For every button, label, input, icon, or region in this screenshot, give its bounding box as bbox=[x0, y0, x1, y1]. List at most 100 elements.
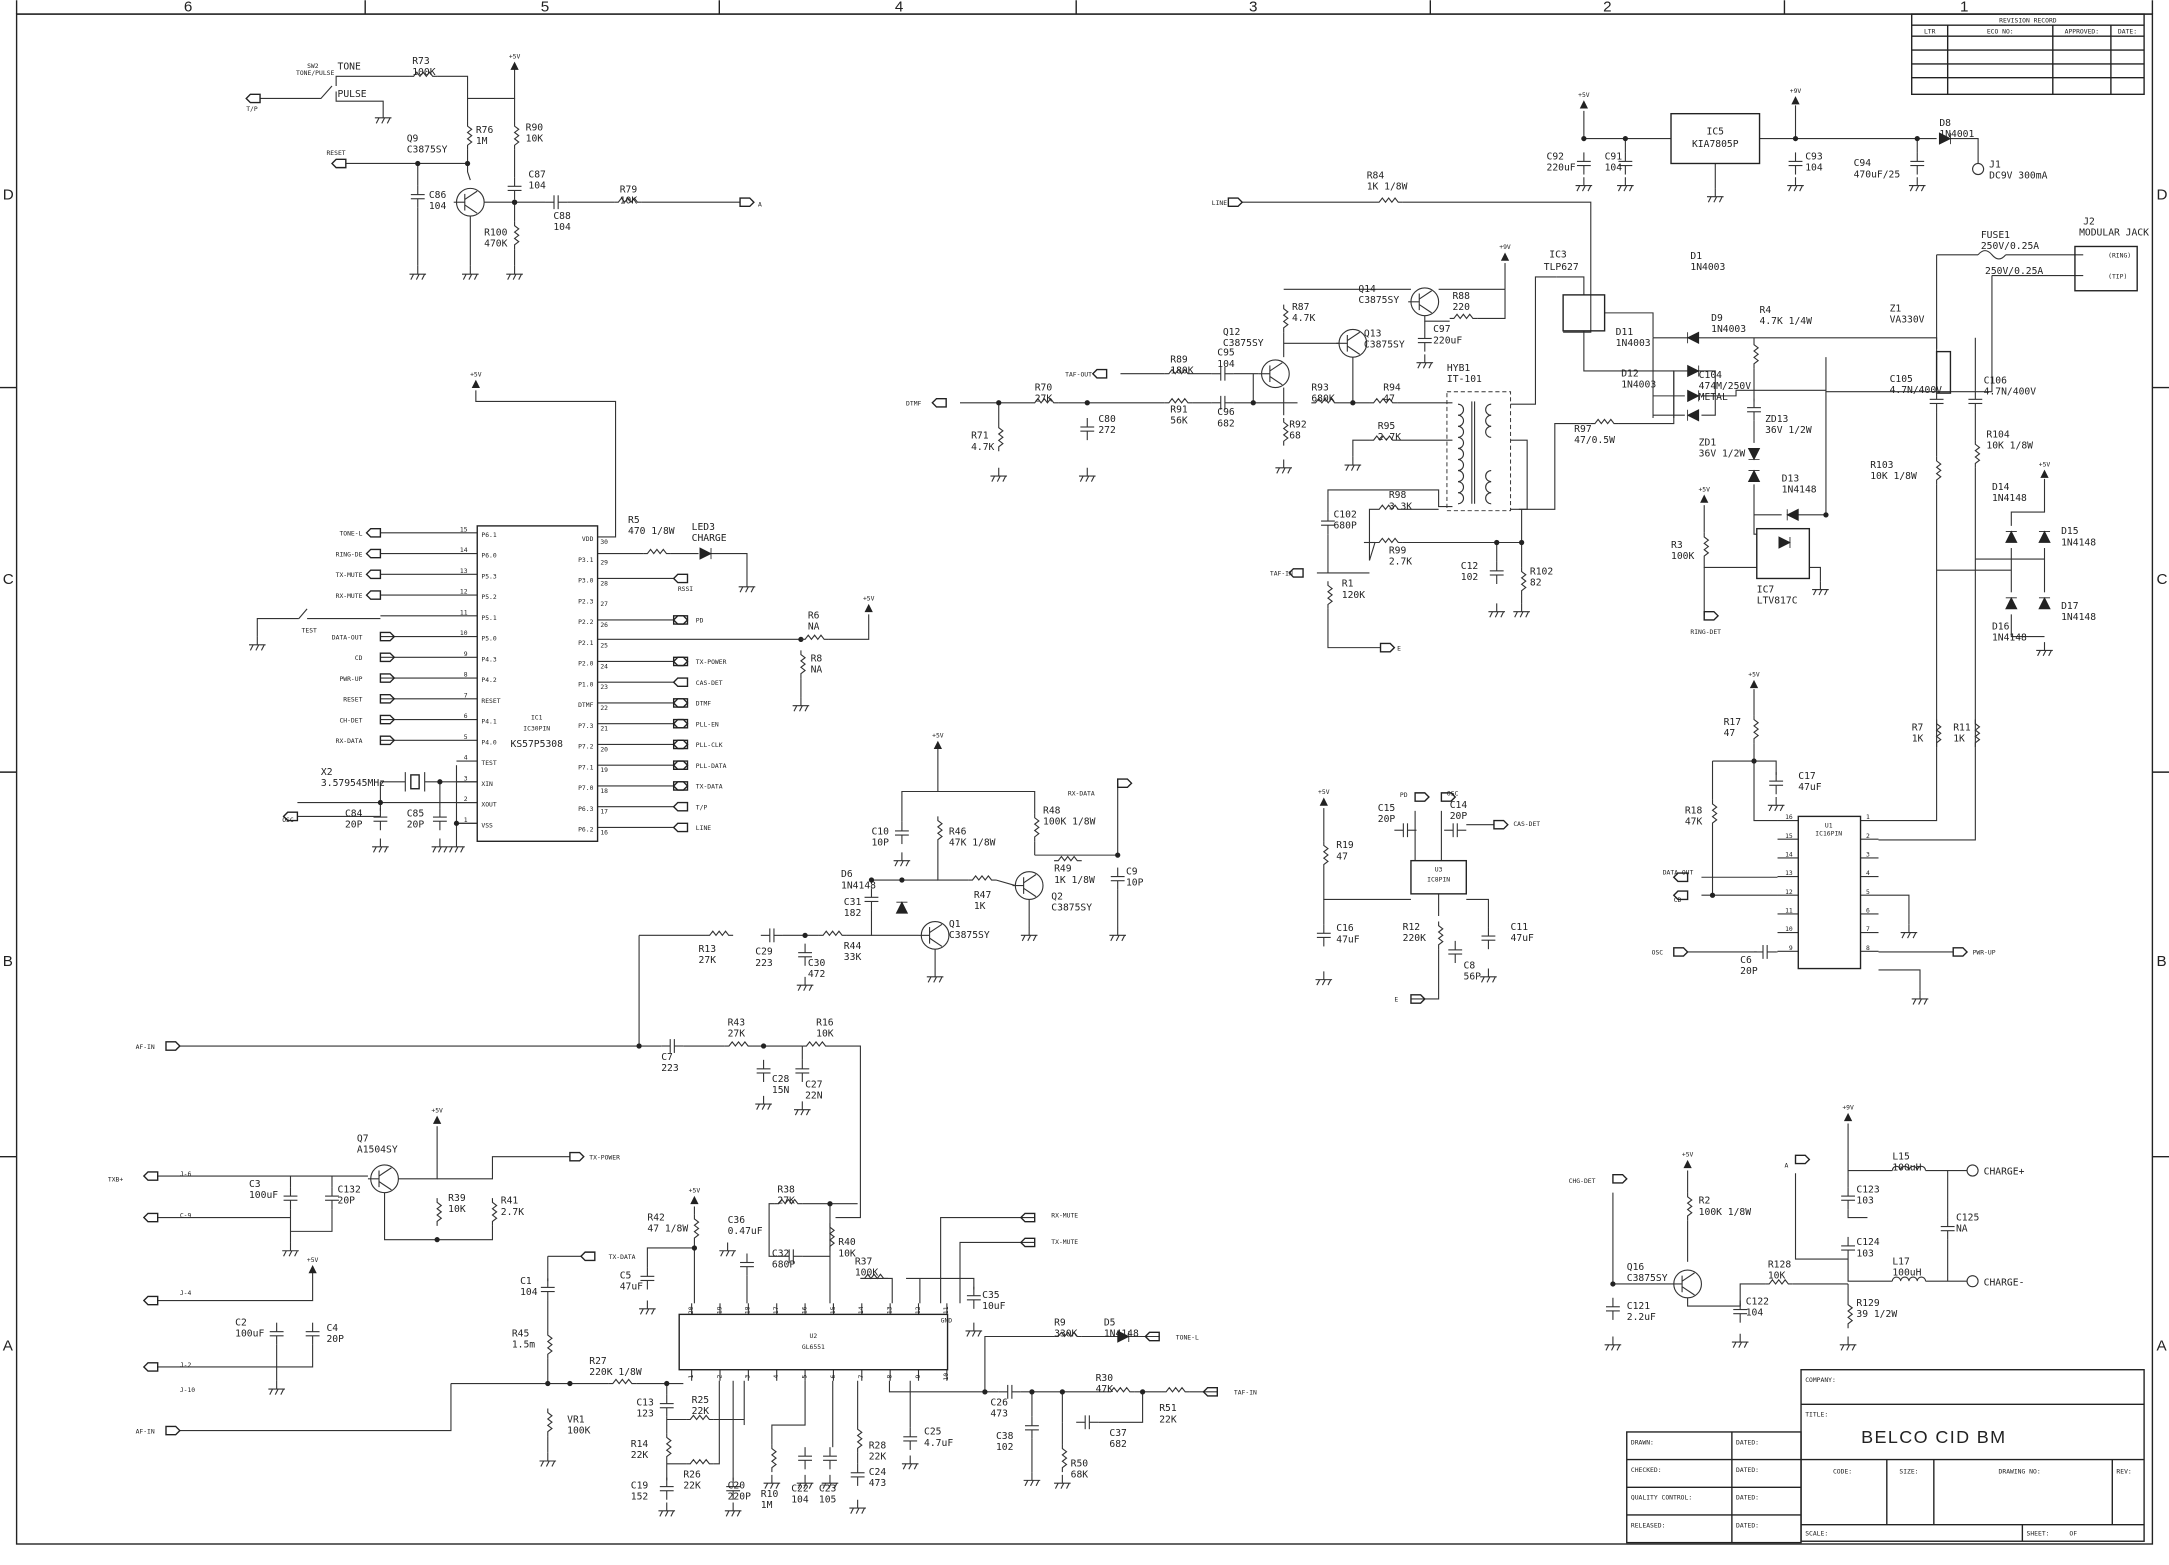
d5-ref-label: D5 bbox=[1104, 1317, 1116, 1328]
offpage-connector-icon bbox=[672, 718, 689, 729]
r93-ref-label: R93 bbox=[1311, 382, 1329, 393]
c27-value-label: 22N bbox=[805, 1091, 823, 1102]
r98-value-label: 3.3K bbox=[1389, 501, 1412, 512]
power-rail-label: +5V bbox=[307, 1257, 319, 1264]
ic1-pin-net-label: PD bbox=[696, 618, 704, 625]
diode-symbol bbox=[1747, 448, 1761, 461]
ic1-ref-label: IC1 bbox=[531, 715, 543, 722]
power-arrow-icon bbox=[1579, 100, 1588, 109]
power-rail-label: +9V bbox=[1790, 88, 1802, 95]
c10-ref-label: C10 bbox=[871, 826, 889, 837]
wire bbox=[1878, 894, 1910, 925]
junction-dot bbox=[1581, 135, 1587, 142]
u1-pin-number: 12 bbox=[1785, 889, 1793, 896]
resistor-symbol bbox=[1164, 397, 1193, 404]
revision-record-title: REVISION RECORD bbox=[1999, 17, 2057, 24]
line bbox=[1023, 874, 1037, 884]
line bbox=[1347, 331, 1361, 341]
c95-value-label: 104 bbox=[1217, 359, 1235, 370]
diode-symbol bbox=[1686, 409, 1700, 422]
offpage-connector-icon bbox=[142, 1171, 159, 1181]
resistor-symbol bbox=[1935, 719, 1942, 748]
power-arrow-icon bbox=[1319, 797, 1328, 806]
u2-pin-number: 20 bbox=[688, 1306, 695, 1314]
resistor-symbol bbox=[1054, 1331, 1082, 1338]
q12-value-label: C3875SY bbox=[1223, 338, 1264, 349]
r4-value-label: 4.7K 1/4W bbox=[1760, 316, 1813, 327]
r51-ref-label: R51 bbox=[1159, 1403, 1177, 1414]
u1-ref-label: U1 bbox=[1825, 822, 1833, 829]
transformer-primary-winding bbox=[1457, 403, 1464, 505]
power-arrow-icon bbox=[1683, 1159, 1692, 1169]
vr1-ref-label: VR1 bbox=[567, 1414, 585, 1425]
ic1-pin-name: DTMF bbox=[578, 702, 593, 709]
c5-ref-label: C5 bbox=[620, 1270, 632, 1281]
zone-column-label: 2 bbox=[1603, 0, 1611, 15]
d16-ref-label: D16 bbox=[1992, 622, 2010, 633]
ic1-part-label: KS57P5308 bbox=[511, 739, 564, 750]
ic1-pin-net-label: PLL-DATA bbox=[696, 763, 727, 770]
zone-column-label: 3 bbox=[1249, 0, 1257, 15]
ic1-pin-name: P7.3 bbox=[578, 723, 593, 730]
ic1-pin-name: VDD bbox=[582, 536, 594, 543]
power-rail-label: +5V bbox=[1318, 789, 1330, 796]
c26-ref-label: C26 bbox=[990, 1398, 1008, 1409]
wire bbox=[1847, 1209, 1868, 1219]
c123-value-label: 103 bbox=[1856, 1196, 1874, 1207]
offpage-connector-icon bbox=[379, 714, 396, 725]
ic1-pin-net-label: CH-DET bbox=[339, 717, 362, 724]
r45-ref-label: R45 bbox=[512, 1329, 530, 1340]
c7-value-label: 223 bbox=[661, 1063, 679, 1074]
power-rail-label: +5V bbox=[1748, 672, 1760, 679]
wire bbox=[1510, 276, 1557, 405]
u2-pin-number: 18 bbox=[745, 1306, 752, 1314]
c6-value-label: 20P bbox=[1740, 966, 1758, 977]
power-rail-label: +5V bbox=[509, 53, 521, 60]
ic1-pin-number: 20 bbox=[600, 746, 608, 753]
resistor-symbol bbox=[800, 634, 829, 641]
c10-value-label: 10P bbox=[871, 837, 889, 848]
offpage-connector-icon bbox=[142, 1212, 159, 1223]
u1-pin-number: 7 bbox=[1866, 926, 1870, 933]
net-osc-label: OSC bbox=[282, 817, 294, 824]
resistor-symbol bbox=[936, 816, 943, 845]
wire bbox=[1583, 330, 1674, 372]
r98-ref-label: R98 bbox=[1389, 490, 1407, 501]
wire bbox=[1701, 395, 1716, 416]
junction-dot bbox=[415, 160, 421, 167]
junction-dot bbox=[802, 932, 808, 938]
ic1-pin-net-label: T/P bbox=[696, 804, 708, 811]
wire bbox=[1618, 370, 1675, 425]
c104-note-label: METAL bbox=[1699, 392, 1728, 403]
c36-value-label: 0.47uF bbox=[728, 1226, 763, 1237]
junction-dot bbox=[464, 160, 471, 167]
r1-value-label: 120K bbox=[1342, 590, 1365, 601]
power-rail-label: +5V bbox=[863, 596, 875, 603]
wire bbox=[1604, 312, 1654, 338]
q14-value-label: C3875SY bbox=[1358, 295, 1399, 306]
offpage-connector-icon bbox=[1952, 947, 1969, 957]
net-test-label: TEST bbox=[302, 627, 317, 634]
net-gnd-label: GND bbox=[941, 1318, 953, 1325]
junction-dot bbox=[899, 877, 905, 883]
wire bbox=[1712, 760, 1777, 775]
net-j10-label: J-10 bbox=[180, 1387, 195, 1394]
r10-value-label: 1M bbox=[761, 1500, 773, 1511]
ic1-pin-name: P5.1 bbox=[481, 615, 496, 622]
net-reset-label: RESET bbox=[326, 150, 345, 157]
wire bbox=[1368, 542, 1376, 561]
component-symbols bbox=[142, 61, 2138, 1517]
net-ring-label: (RING) bbox=[2108, 253, 2131, 260]
junction-dot bbox=[1350, 400, 1356, 406]
r40-value-label: 10K bbox=[838, 1248, 856, 1259]
wire bbox=[437, 1156, 570, 1180]
r14-ref-label: R14 bbox=[631, 1439, 649, 1450]
line bbox=[1269, 376, 1283, 386]
resistor-symbol bbox=[1686, 1192, 1693, 1221]
ground-icon bbox=[1731, 1333, 1749, 1348]
diode-symbol bbox=[2005, 530, 2018, 543]
ground-icon bbox=[539, 1452, 557, 1467]
ic5-part-label: KIA7805P bbox=[1692, 139, 1739, 150]
wire bbox=[1653, 337, 1938, 349]
ic1-pin-name: P5.0 bbox=[481, 636, 496, 643]
